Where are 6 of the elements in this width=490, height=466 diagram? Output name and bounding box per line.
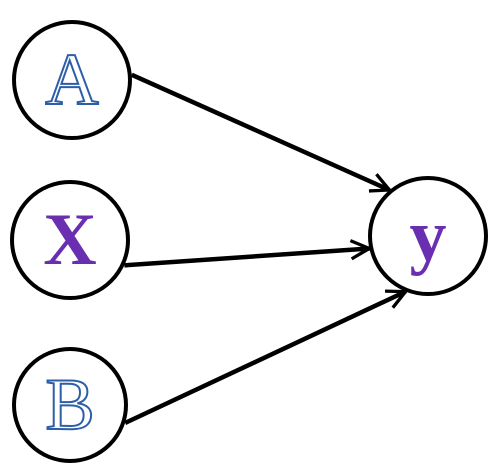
arrow [124,238,371,268]
arrow [130,72,392,193]
variable-letter: B [45,368,95,442]
variable-letter: A [45,43,99,117]
variable-letter: X [43,203,97,277]
arrow [124,289,408,425]
